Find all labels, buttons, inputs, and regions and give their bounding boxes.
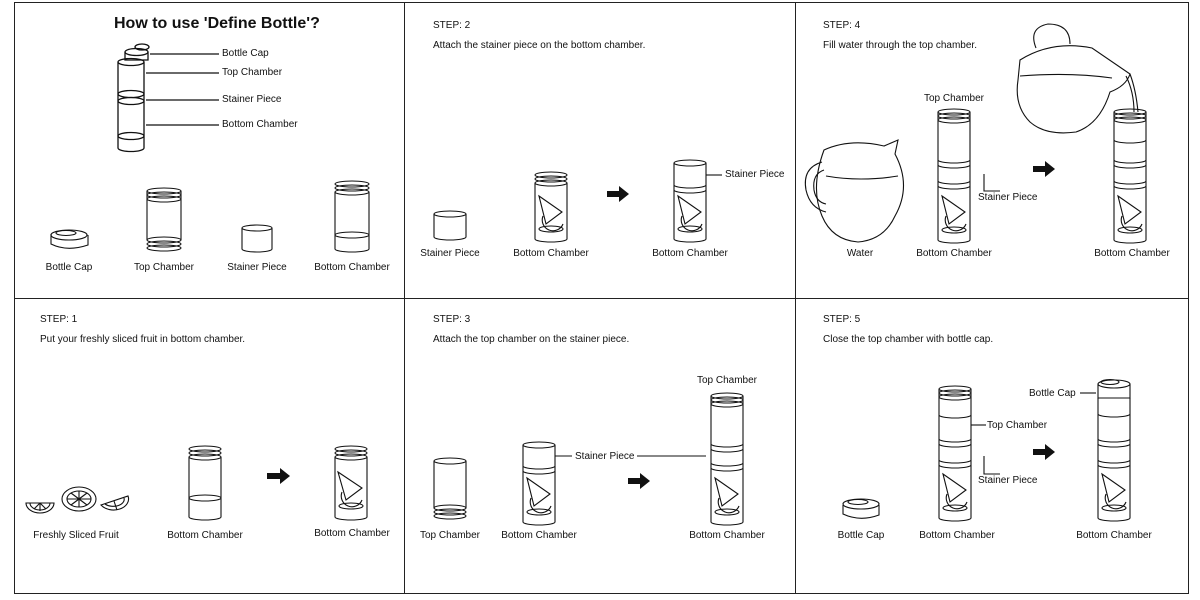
- step4-drawings: [804, 23, 1147, 244]
- step4-callout-stainer: Stainer Piece: [978, 192, 1038, 203]
- step3-arrow-icon: [628, 473, 650, 489]
- step3-label-top-chamber: Top Chamber: [419, 530, 481, 541]
- step4-label-water: Water: [846, 248, 874, 259]
- step1-instruction: Put your freshly sliced fruit in bottom …: [40, 334, 246, 345]
- step5-arrow-icon: [1033, 444, 1055, 460]
- callout-stainer-piece: Stainer Piece: [222, 94, 282, 105]
- step5-instruction: Close the top chamber with bottle cap.: [823, 334, 994, 345]
- step4-arrow-icon: [1033, 161, 1055, 177]
- step3-label-assembled: Bottom Chamber: [689, 530, 765, 541]
- step4-label-bottom-chamber: Bottom Chamber: [916, 248, 992, 259]
- step2-heading: STEP: 2: [433, 20, 471, 31]
- parts-row-drawings: [50, 180, 370, 253]
- step1-heading: STEP: 1: [40, 314, 78, 325]
- step5-callout-stainer: Stainer Piece: [978, 475, 1038, 486]
- step3-instruction: Attach the top chamber on the stainer pi…: [433, 334, 630, 345]
- step2-callout-stainer: Stainer Piece: [725, 169, 785, 180]
- page-title: How to use 'Define Bottle'?: [114, 15, 320, 32]
- callout-top-chamber: Top Chamber: [222, 67, 283, 78]
- part-label-bottle-cap: Bottle Cap: [45, 262, 93, 273]
- step2-drawings: [433, 159, 722, 243]
- step5-label-bottom-chamber: Bottom Chamber: [919, 530, 995, 541]
- step5-drawings: [842, 378, 1131, 522]
- step1-label-filled: Bottom Chamber: [314, 528, 390, 539]
- step1-label-bottom-chamber: Bottom Chamber: [167, 530, 243, 541]
- step4-label-filled: Bottom Chamber: [1094, 248, 1170, 259]
- step5-heading: STEP: 5: [823, 314, 861, 325]
- step4-callout-top-chamber: Top Chamber: [923, 93, 985, 104]
- step3-heading: STEP: 3: [433, 314, 471, 325]
- part-label-bottom-chamber: Bottom Chamber: [314, 262, 390, 273]
- step2-label-assembled: Bottom Chamber: [652, 248, 728, 259]
- step5-label-bottle-cap: Bottle Cap: [837, 530, 885, 541]
- step5-callout-top-chamber: Top Chamber: [987, 420, 1048, 431]
- step2-label-bottom-chamber: Bottom Chamber: [513, 248, 589, 259]
- step3-callout-top-chamber: Top Chamber: [696, 375, 758, 386]
- step5-label-assembled: Bottom Chamber: [1076, 530, 1152, 541]
- callout-bottle-cap: Bottle Cap: [222, 48, 269, 59]
- step1-drawings: [25, 445, 368, 521]
- callout-bottom-chamber: Bottom Chamber: [222, 119, 298, 130]
- step3-callout-stainer: Stainer Piece: [575, 451, 635, 462]
- exploded-bottle-drawing: [117, 43, 219, 153]
- step2-instruction: Attach the stainer piece on the bottom c…: [433, 40, 646, 51]
- step4-instruction: Fill water through the top chamber.: [823, 40, 977, 51]
- part-label-top-chamber: Top Chamber: [133, 262, 195, 273]
- part-label-stainer-piece: Stainer Piece: [227, 262, 287, 273]
- step2-arrow-icon: [607, 186, 629, 202]
- step1-arrow-icon: [267, 468, 290, 484]
- step3-label-bottom-chamber: Bottom Chamber: [501, 530, 577, 541]
- step4-heading: STEP: 4: [823, 20, 861, 31]
- step5-callout-bottle-cap: Bottle Cap: [1029, 388, 1076, 399]
- step1-label-fruit: Freshly Sliced Fruit: [33, 530, 119, 541]
- panel-grid: [14, 2, 1189, 594]
- step2-label-stainer: Stainer Piece: [420, 248, 480, 259]
- step3-drawings: [433, 392, 744, 526]
